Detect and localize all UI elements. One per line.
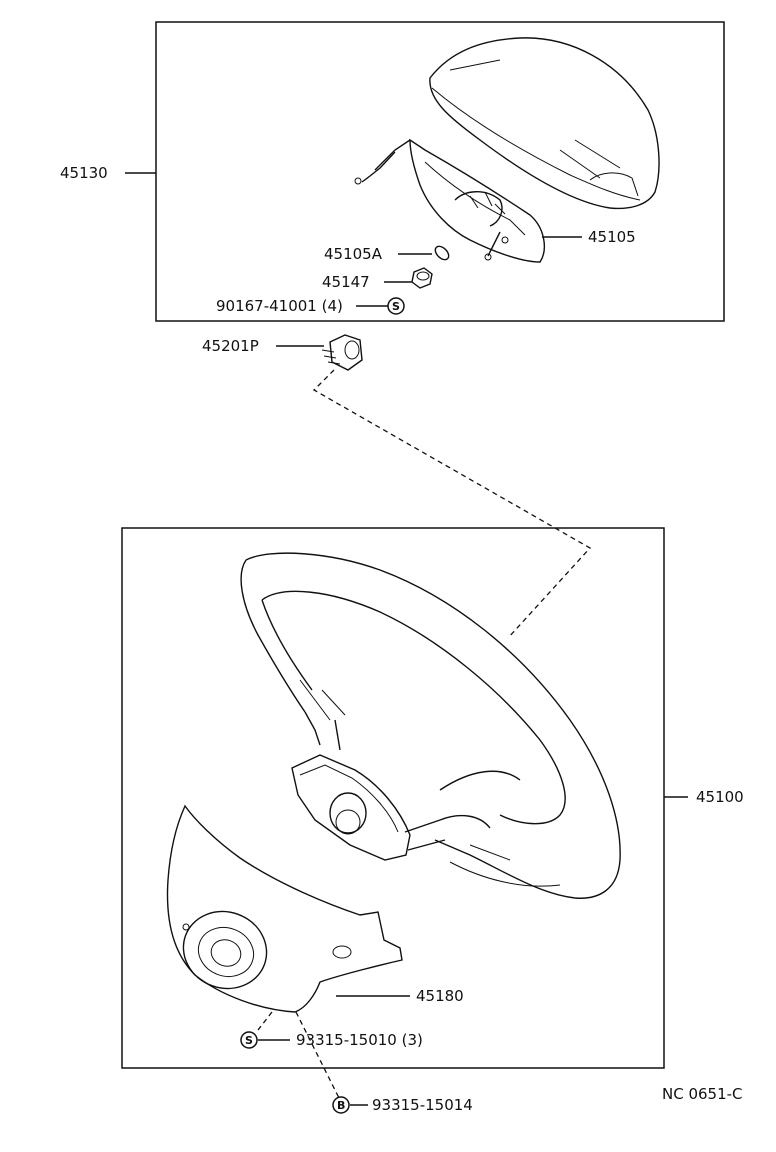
connector-drawing <box>321 334 363 371</box>
s-symbol-letter-lower: S <box>245 1034 253 1047</box>
lower-cover-drawing <box>166 804 403 1013</box>
label-90167-41001: 90167-41001 (4) <box>216 297 343 315</box>
label-45201p: 45201P <box>202 337 259 355</box>
pad-bracket-drawing <box>354 138 546 263</box>
label-93315-15014: 93315-15014 <box>372 1096 473 1114</box>
b-symbol-icon <box>332 1096 350 1114</box>
label-45105a: 45105A <box>324 245 383 263</box>
reference-code: NC 0651-C <box>662 1085 743 1103</box>
label-45105: 45105 <box>588 228 636 246</box>
upper-assembly-box <box>155 21 725 322</box>
label-93315-15010: 93315-15010 (3) <box>296 1031 423 1049</box>
s-symbol-icon-lower <box>240 1031 258 1049</box>
steering-hub-drawing <box>291 754 491 861</box>
label-45147: 45147 <box>322 273 370 291</box>
steering-wheel-drawing <box>240 552 621 899</box>
s-symbol-letter: S <box>392 300 400 313</box>
label-45130: 45130 <box>60 164 108 182</box>
connector-dashed-line <box>312 369 592 639</box>
b-symbol-letter: B <box>337 1099 345 1112</box>
screw-dashed-line-1 <box>257 1011 273 1031</box>
screw-dashed-line-2 <box>295 1011 341 1101</box>
horn-pad-cover-drawing <box>429 37 660 210</box>
s-symbol-icon <box>387 297 405 315</box>
label-45100: 45100 <box>696 788 744 806</box>
washer-drawing <box>434 245 450 261</box>
lower-assembly-box <box>121 527 665 1069</box>
nut-drawing <box>411 267 433 289</box>
label-45180: 45180 <box>416 987 464 1005</box>
